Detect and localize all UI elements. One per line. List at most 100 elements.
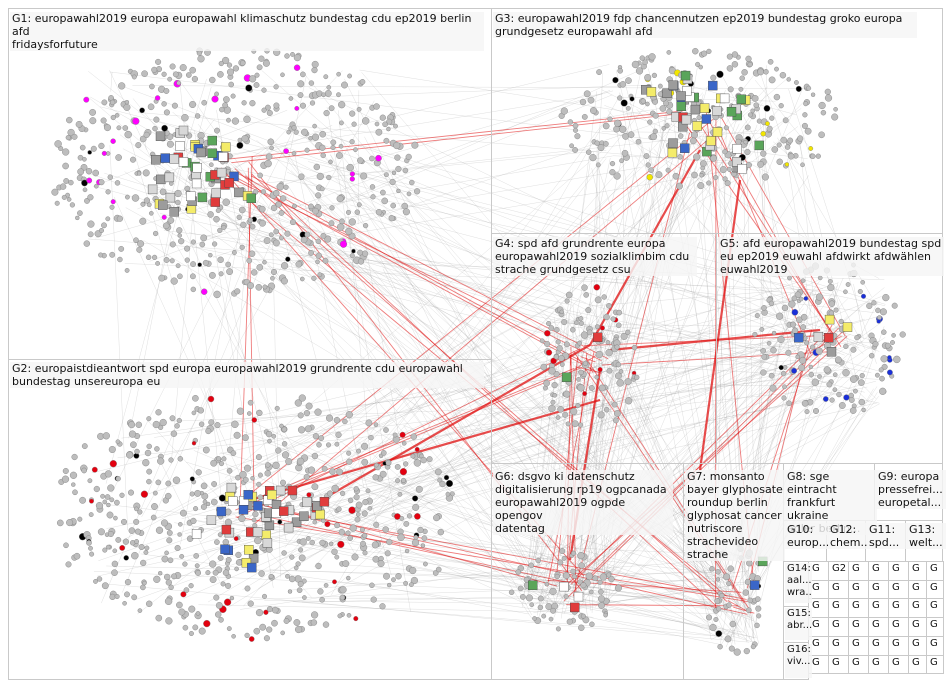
- edge: [788, 88, 877, 364]
- edge: [577, 309, 794, 366]
- edge: [553, 327, 592, 612]
- node: [375, 154, 382, 162]
- node: [218, 271, 224, 277]
- node: [94, 183, 99, 189]
- tiny-group-label: G: [930, 638, 938, 649]
- edge: [556, 369, 769, 570]
- node: [247, 217, 254, 223]
- edge: [538, 151, 681, 618]
- tiny-group-cell: G: [868, 636, 889, 656]
- node: [267, 138, 275, 146]
- node: [351, 121, 357, 127]
- node: [208, 271, 216, 279]
- edge: [256, 140, 323, 201]
- edge: [170, 404, 589, 422]
- edge: [101, 201, 272, 604]
- tiny-group-cell: G: [868, 617, 889, 637]
- edge: [193, 450, 566, 606]
- tiny-group-label: G: [872, 563, 880, 574]
- edge: [143, 240, 735, 598]
- node: [240, 221, 247, 228]
- tiny-group-cell: G: [908, 598, 927, 618]
- edge: [138, 112, 744, 165]
- node: [213, 290, 221, 299]
- tiny-group-cell: G: [926, 636, 944, 656]
- edge: [157, 455, 220, 582]
- edge: [373, 161, 627, 452]
- node: [153, 230, 159, 237]
- group-label-g3: G3: europawahl2019 fdp chancennutzen ep2…: [493, 12, 917, 38]
- tiny-group-label: G: [912, 600, 920, 611]
- node: [386, 126, 391, 132]
- node: [308, 249, 314, 256]
- tiny-group-cell: G: [908, 561, 927, 581]
- edge: [236, 108, 802, 499]
- node: [396, 188, 401, 194]
- edge: [124, 263, 831, 291]
- node: [258, 205, 266, 213]
- node: [87, 150, 92, 155]
- node: [273, 228, 280, 235]
- node: [414, 188, 421, 195]
- edge: [132, 85, 812, 89]
- tiny-group-label: G: [912, 657, 920, 668]
- edge: [320, 158, 607, 527]
- group-label-g4: G4: spd afd grundrente europa europawahl…: [493, 237, 697, 276]
- tiny-group-label: G: [930, 600, 938, 611]
- node: [346, 163, 354, 172]
- node: [338, 120, 344, 126]
- edge: [527, 320, 551, 579]
- edge-red: [733, 606, 755, 614]
- edge: [523, 564, 538, 574]
- edge: [203, 192, 597, 330]
- node: [191, 75, 199, 83]
- node: [163, 109, 170, 116]
- edge: [109, 71, 808, 159]
- node: [347, 73, 352, 79]
- edge: [543, 357, 805, 616]
- edge: [564, 346, 592, 574]
- tiny-group-cell: G: [828, 580, 849, 599]
- edge: [292, 601, 724, 637]
- edge: [128, 153, 185, 439]
- tiny-group-cell: G: [888, 598, 909, 618]
- edge: [381, 526, 719, 593]
- edge: [853, 283, 864, 340]
- node: [184, 257, 190, 263]
- node: [114, 113, 120, 118]
- node: [300, 102, 307, 109]
- edge: [594, 281, 820, 608]
- edge: [723, 111, 736, 135]
- edge: [301, 596, 522, 603]
- node: [246, 257, 253, 264]
- edge: [285, 384, 802, 503]
- node: [189, 100, 197, 108]
- node: [349, 139, 355, 145]
- node: [69, 202, 76, 208]
- node: [245, 84, 253, 92]
- edge: [117, 374, 823, 459]
- group-label-g16: G16: viv...: [785, 644, 812, 678]
- node: [171, 102, 178, 109]
- tiny-group-label: G: [930, 563, 938, 574]
- tiny-group-cell: G: [848, 617, 869, 637]
- node: [290, 219, 297, 226]
- node: [109, 204, 115, 210]
- tiny-group-label: G: [832, 619, 840, 630]
- edge: [156, 121, 880, 352]
- tiny-group-cell: G: [828, 598, 849, 618]
- tiny-group-cell: G: [926, 598, 944, 618]
- tiny-group-label: G: [912, 563, 920, 574]
- edge-red: [570, 338, 821, 585]
- node: [335, 152, 343, 159]
- node: [351, 248, 356, 254]
- tiny-group-label: G: [930, 657, 938, 668]
- edge: [113, 196, 248, 491]
- node: [170, 277, 178, 285]
- tiny-group-cell: G: [828, 636, 849, 656]
- tiny-group-cell: G: [848, 636, 869, 656]
- edge: [121, 348, 773, 439]
- node: [155, 58, 162, 65]
- group-label-g9: G9: europa pressefrei... europetal...: [876, 470, 946, 509]
- tiny-group-label: G: [930, 582, 938, 593]
